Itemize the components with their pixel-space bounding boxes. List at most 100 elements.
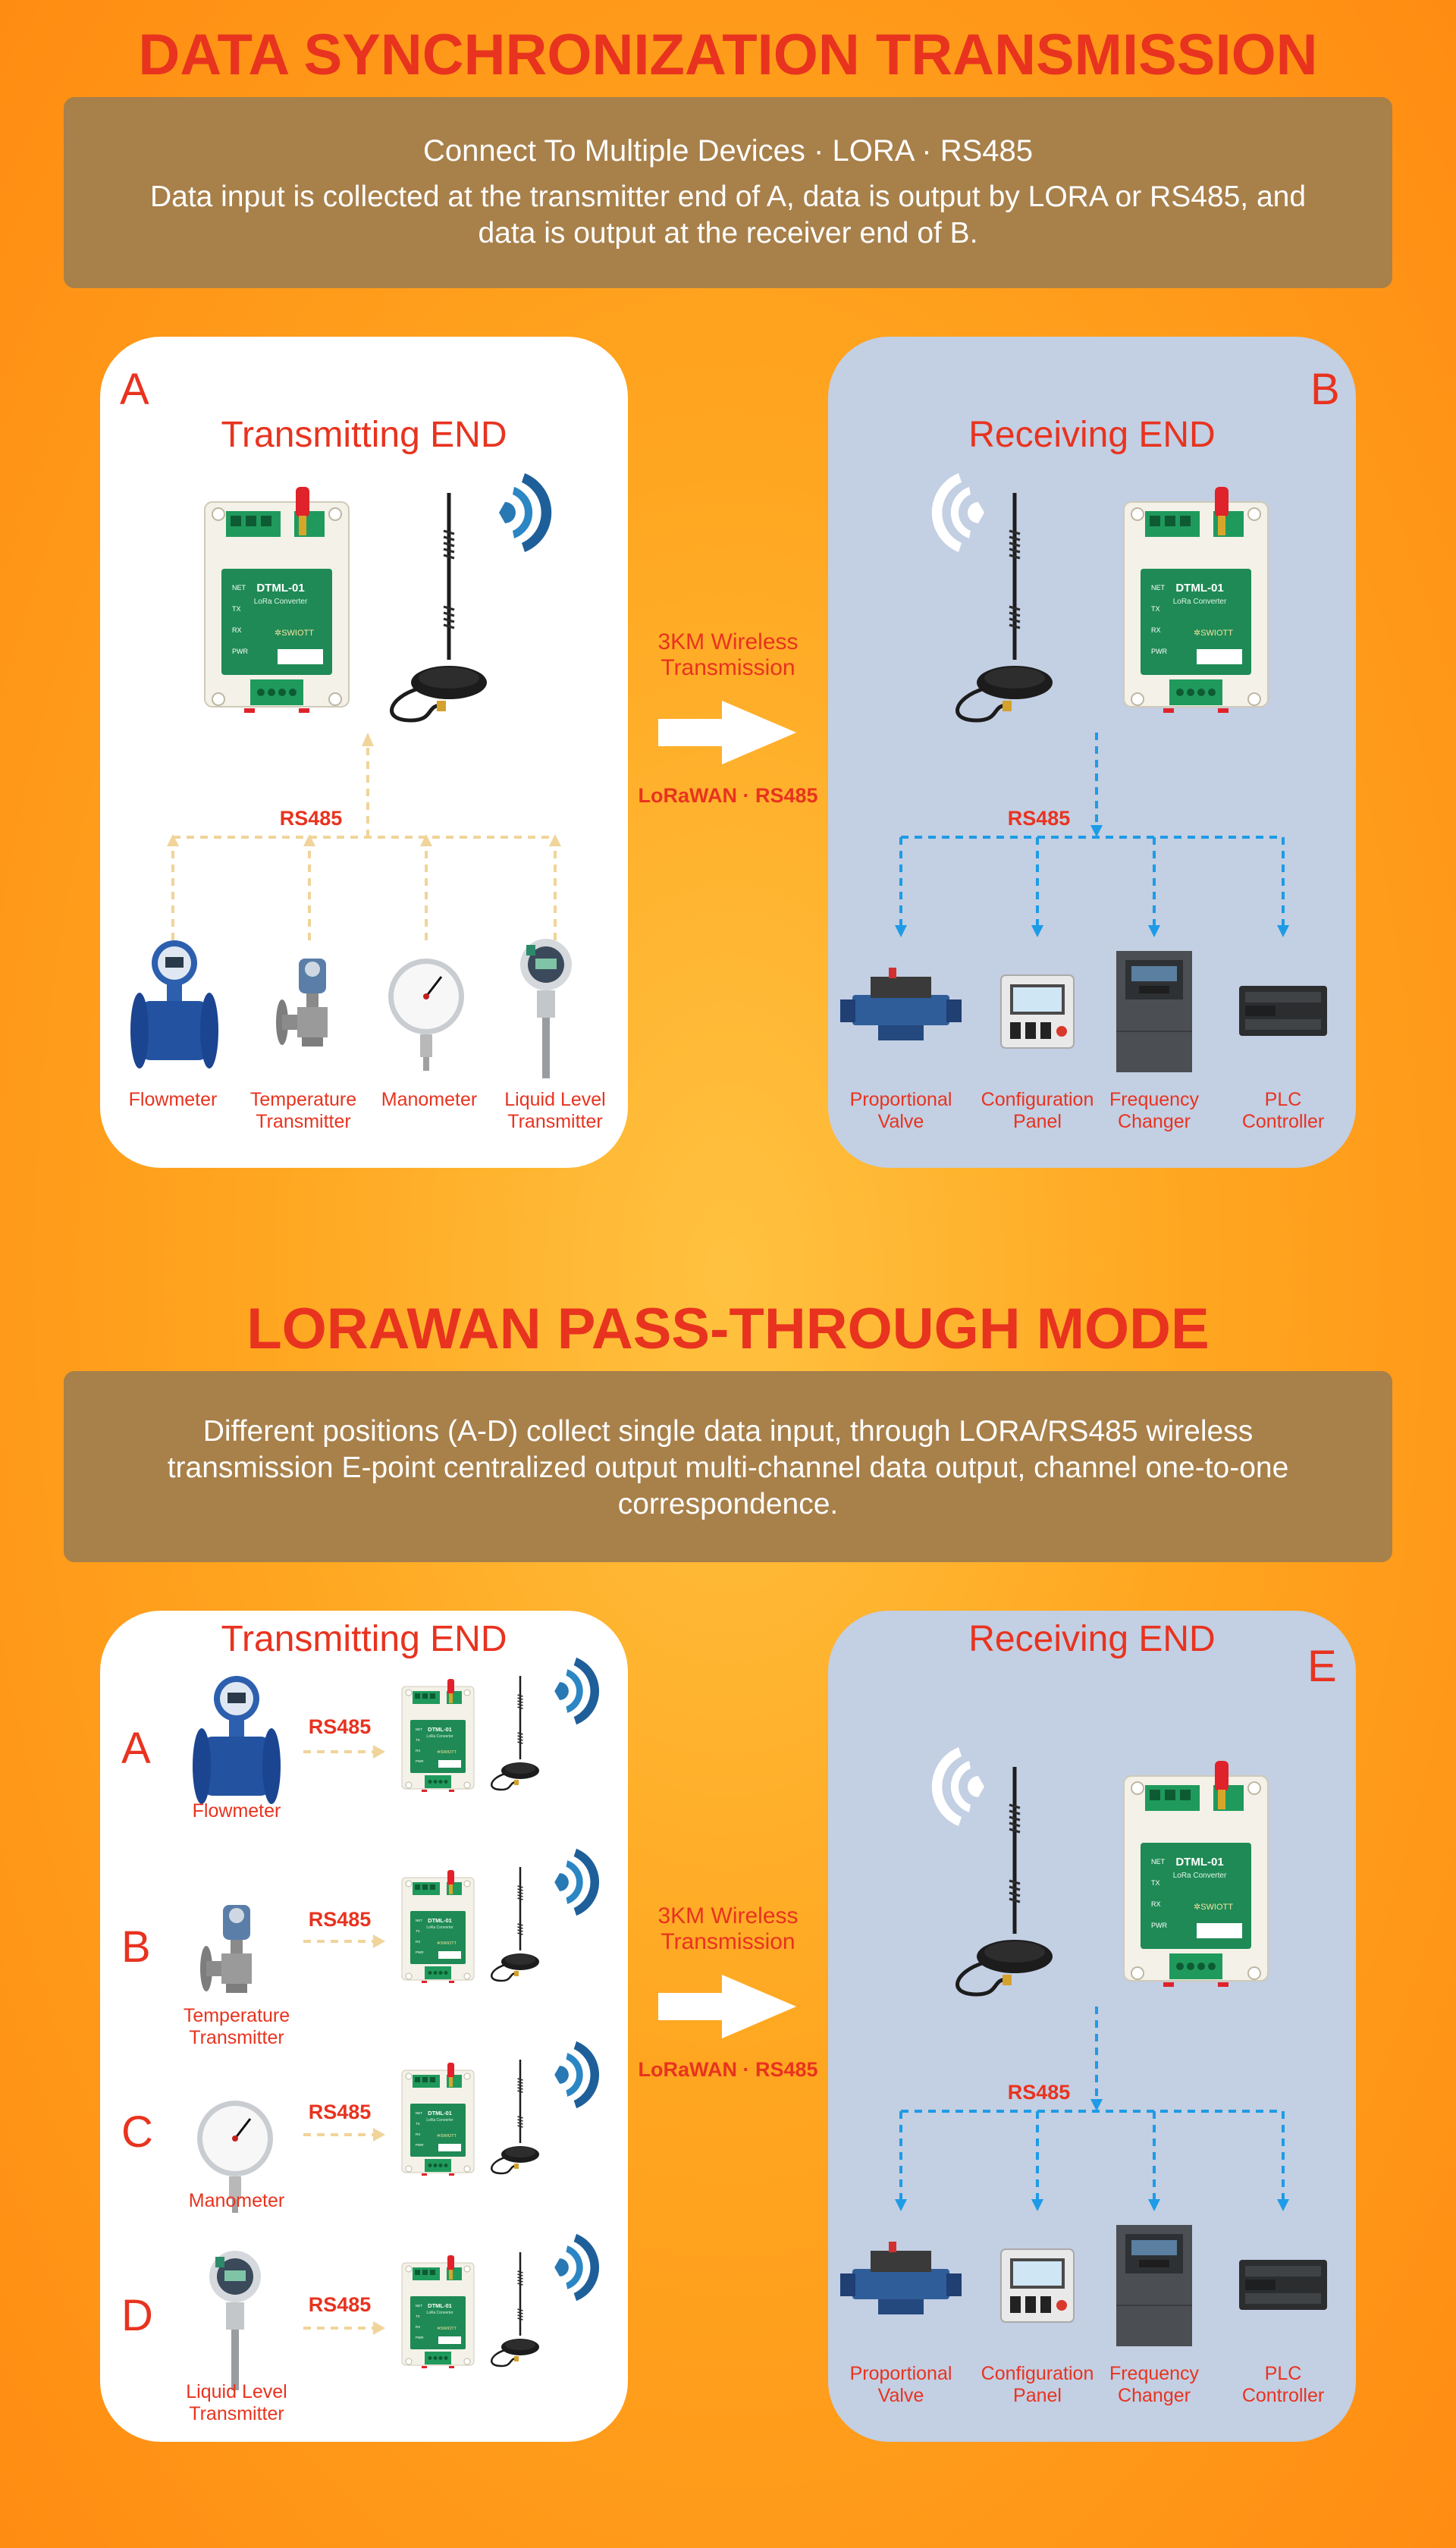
s2-rx-arrowheads	[895, 2099, 1289, 2211]
section1-banner: Connect To Multiple Devices · LORA · RS4…	[64, 97, 1392, 288]
s1-output-valve-line1: Proportional	[849, 1089, 952, 1110]
s2-row-c-rs485: RS485	[308, 2101, 372, 2123]
s2-wifi-c	[554, 2041, 600, 2109]
s2-output-plc-label: PLC Controller	[1222, 2363, 1344, 2407]
section1-banner-desc-line1: Data input is collected at the transmitt…	[149, 180, 1307, 213]
s1-middle-caption: 3KM Wireless Transmission	[637, 629, 819, 681]
s1-flowmeter-image	[130, 940, 218, 1068]
s1-configuration-panel-image	[1000, 974, 1075, 1049]
s1-sensor-level-label: Liquid Level Transmitter	[494, 1089, 616, 1133]
section2-transmitting-title: Transmitting END	[221, 1619, 507, 1659]
s2-proportional-valve-image	[840, 2242, 962, 2314]
s1-plc-controller-image	[1239, 986, 1327, 1036]
s2-row-d-name-line2: Transmitter	[189, 2403, 284, 2424]
s2-device-c	[401, 2062, 475, 2176]
section2-banner-line3: correspondence.	[617, 1488, 839, 1520]
s2-plc-controller-image	[1239, 2260, 1327, 2310]
s1-middle-protocol: LoRaWAN · RS485	[638, 784, 818, 807]
s2-wifi-a	[554, 1657, 600, 1725]
s2-row-a-rs485: RS485	[308, 1715, 372, 1738]
s2-frequency-changer-image	[1116, 2224, 1193, 2347]
s2-device-d	[401, 2255, 475, 2369]
s1-proportional-valve-image	[840, 968, 962, 1040]
s2-middle-protocol: LoRaWAN · RS485	[638, 2058, 818, 2081]
section1-receiving-title: Receiving END	[968, 415, 1216, 455]
s2-middle-line2: Transmission	[661, 1929, 795, 1954]
section2-banner-line2: transmission E-point centralized output …	[167, 1451, 1289, 1484]
s1-middle-line1: 3KM Wireless	[657, 629, 799, 654]
s2-output-freq-line2: Changer	[1118, 2385, 1191, 2406]
s2-configuration-panel-image	[1000, 2248, 1075, 2323]
s2-rx-wifi-icon	[931, 1747, 984, 1826]
s2-row-c-name: Manometer	[176, 2190, 297, 2212]
s2-row-b-name-line2: Transmitter	[189, 2027, 284, 2048]
s2-antenna-d	[491, 2251, 541, 2368]
section2-banner-line1: Different positions (A-D) collect single…	[202, 1415, 1254, 1448]
s2-output-plc-line1: PLC	[1264, 2363, 1302, 2384]
s2-row-d-letter: D	[121, 2291, 153, 2340]
s2-output-config-line2: Panel	[1013, 2385, 1062, 2406]
s2-row-b-name-line1: Temperature	[183, 2005, 290, 2026]
s2-wifi-b	[554, 1848, 600, 1916]
s1-middle-line2: Transmission	[661, 655, 795, 680]
section1-point-a-letter: A	[120, 365, 149, 414]
s1-output-config-label: Configuration Panel	[973, 1089, 1102, 1133]
s2-row-c-name-line1: Manometer	[188, 2190, 285, 2211]
s2-liquid-level-image	[209, 2251, 261, 2390]
s1-sensor-level-line1: Liquid Level	[504, 1089, 606, 1110]
s1-output-plc-line1: PLC	[1264, 1089, 1302, 1110]
s2-row-arrows	[303, 1750, 376, 2330]
s2-row-b-name: Temperature Transmitter	[176, 2005, 297, 2049]
s2-middle-line1: 3KM Wireless	[657, 1903, 799, 1928]
section2-title: LORAWAN PASS-THROUGH MODE	[246, 1297, 1210, 1361]
s2-middle-caption: 3KM Wireless Transmission	[637, 1903, 819, 1955]
s1-temperature-transmitter-image	[276, 959, 328, 1046]
s1-output-config-line2: Panel	[1013, 1111, 1062, 1132]
section2-point-e-letter: E	[1307, 1642, 1337, 1691]
s2-temperature-transmitter-image	[200, 1905, 252, 1993]
s1-frequency-changer-image	[1116, 950, 1193, 1073]
section1-banner-subtitle: Connect To Multiple Devices · LORA · RS4…	[422, 134, 1034, 168]
s1-tx-device	[204, 486, 350, 714]
s1-tx-wifi-icon	[499, 473, 552, 552]
s1-sensor-manometer-label: Manometer	[369, 1089, 490, 1111]
s1-sensor-manometer-line1: Manometer	[381, 1089, 478, 1110]
section2-receiving-title: Receiving END	[968, 1619, 1216, 1659]
s1-rx-arrowheads	[895, 825, 1289, 937]
section2-transmitting-panel	[100, 1611, 628, 2442]
s2-device-b	[401, 1869, 475, 1984]
s2-rx-rs485-label: RS485	[1007, 2081, 1071, 2104]
section1-title: DATA SYNCHRONIZATION TRANSMISSION	[138, 23, 1318, 87]
s1-output-valve-line2: Valve	[877, 1111, 924, 1132]
s2-row-a-letter: A	[121, 1724, 151, 1773]
s1-sensor-temperature-label: Temperature Transmitter	[243, 1089, 364, 1133]
s2-antenna-c	[491, 2058, 541, 2175]
section1-banner-desc-line2: data is output at the receiver end of B.	[478, 217, 978, 249]
s2-row-d-rs485: RS485	[308, 2293, 372, 2316]
s1-sensor-flowmeter-line1: Flowmeter	[128, 1089, 218, 1110]
s2-row-c-letter: C	[121, 2107, 153, 2157]
s1-output-config-line1: Configuration	[981, 1089, 1094, 1110]
s1-rs485-arrowheads	[167, 733, 561, 846]
s2-row-b-rs485: RS485	[308, 1908, 372, 1931]
s2-rx-rs485-tree	[899, 2007, 1285, 2201]
s2-row-d-name: Liquid Level Transmitter	[176, 2381, 297, 2425]
s2-row-a-name: Flowmeter	[176, 1800, 297, 1822]
s2-output-valve-line1: Proportional	[849, 2363, 952, 2384]
s1-tx-antenna	[392, 493, 487, 720]
s1-output-freq-label: Frequency Changer	[1094, 1089, 1215, 1133]
s1-rs485-tree	[171, 736, 557, 940]
s1-rx-wifi-icon	[931, 473, 984, 552]
s2-output-plc-line2: Controller	[1241, 2385, 1325, 2406]
s1-sensor-temperature-line1: Temperature	[249, 1089, 357, 1110]
section2-banner: Different positions (A-D) collect single…	[64, 1371, 1392, 1562]
s2-output-valve-label: Proportional Valve	[840, 2363, 962, 2407]
s1-sensor-temperature-line2: Transmitter	[256, 1111, 351, 1132]
s1-output-freq-line2: Changer	[1118, 1111, 1191, 1132]
s1-sensor-flowmeter-label: Flowmeter	[112, 1089, 234, 1111]
s2-row-d-name-line1: Liquid Level	[186, 2381, 287, 2402]
s2-row-b-letter: B	[121, 1922, 151, 1972]
s1-sensor-level-line2: Transmitter	[507, 1111, 603, 1132]
s1-output-valve-label: Proportional Valve	[840, 1089, 962, 1133]
